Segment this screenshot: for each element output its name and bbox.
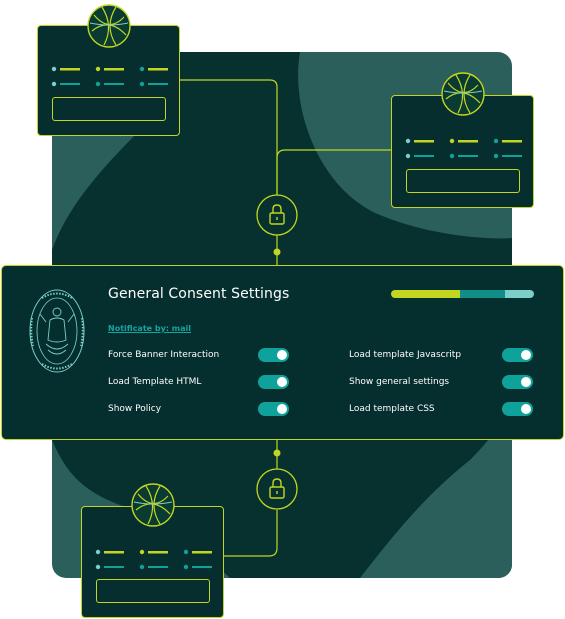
mini-card-field (406, 169, 520, 193)
mini-card-bottom (81, 506, 224, 618)
mini-card-rows (51, 66, 168, 87)
setting-label: Load template CSS (349, 404, 435, 414)
load-template-html-toggle[interactable] (258, 375, 289, 389)
mini-card-field (96, 579, 210, 603)
load-template-js-toggle[interactable] (502, 348, 533, 362)
connector-line (224, 510, 278, 557)
load-template-css-toggle[interactable] (502, 402, 533, 416)
setting-label: Show general settings (349, 377, 450, 387)
seal-logo (29, 289, 85, 373)
globe-icon (87, 4, 131, 48)
setting-label: Show Policy (108, 404, 162, 414)
notification-link[interactable]: Notificate by: mail (108, 324, 192, 333)
setting-label: Load template Javascritp (349, 350, 462, 360)
connector-dot (273, 449, 281, 457)
consent-settings-panel: General Consent Settings Notificate by: … (1, 265, 564, 440)
globe-icon (131, 483, 175, 527)
toggle-knob (277, 404, 287, 414)
toggle-knob (521, 404, 531, 414)
toggle-knob (277, 377, 287, 387)
mini-card-rows (405, 138, 522, 159)
mini-card-rows (95, 549, 212, 570)
panel-title: General Consent Settings (108, 286, 290, 302)
progress-segment (505, 290, 534, 298)
progress-segment (391, 290, 460, 298)
globe-icon (441, 72, 485, 116)
connector-line (180, 79, 278, 196)
progress-bar (391, 290, 534, 298)
setting-label: Force Banner Interaction (108, 350, 220, 360)
mini-card-field (52, 97, 166, 121)
show-policy-toggle[interactable] (258, 402, 289, 416)
progress-segment (459, 290, 506, 298)
force-banner-toggle[interactable] (258, 348, 289, 362)
background-blob-lower (360, 400, 512, 578)
toggle-knob (277, 350, 287, 360)
setting-label: Load Template HTML (108, 377, 202, 387)
connector-line (276, 149, 391, 196)
show-general-settings-toggle[interactable] (502, 375, 533, 389)
connector-dot (273, 248, 281, 256)
toggle-knob (521, 377, 531, 387)
lock-icon (256, 194, 298, 236)
toggle-knob (521, 350, 531, 360)
lock-icon (256, 468, 298, 510)
